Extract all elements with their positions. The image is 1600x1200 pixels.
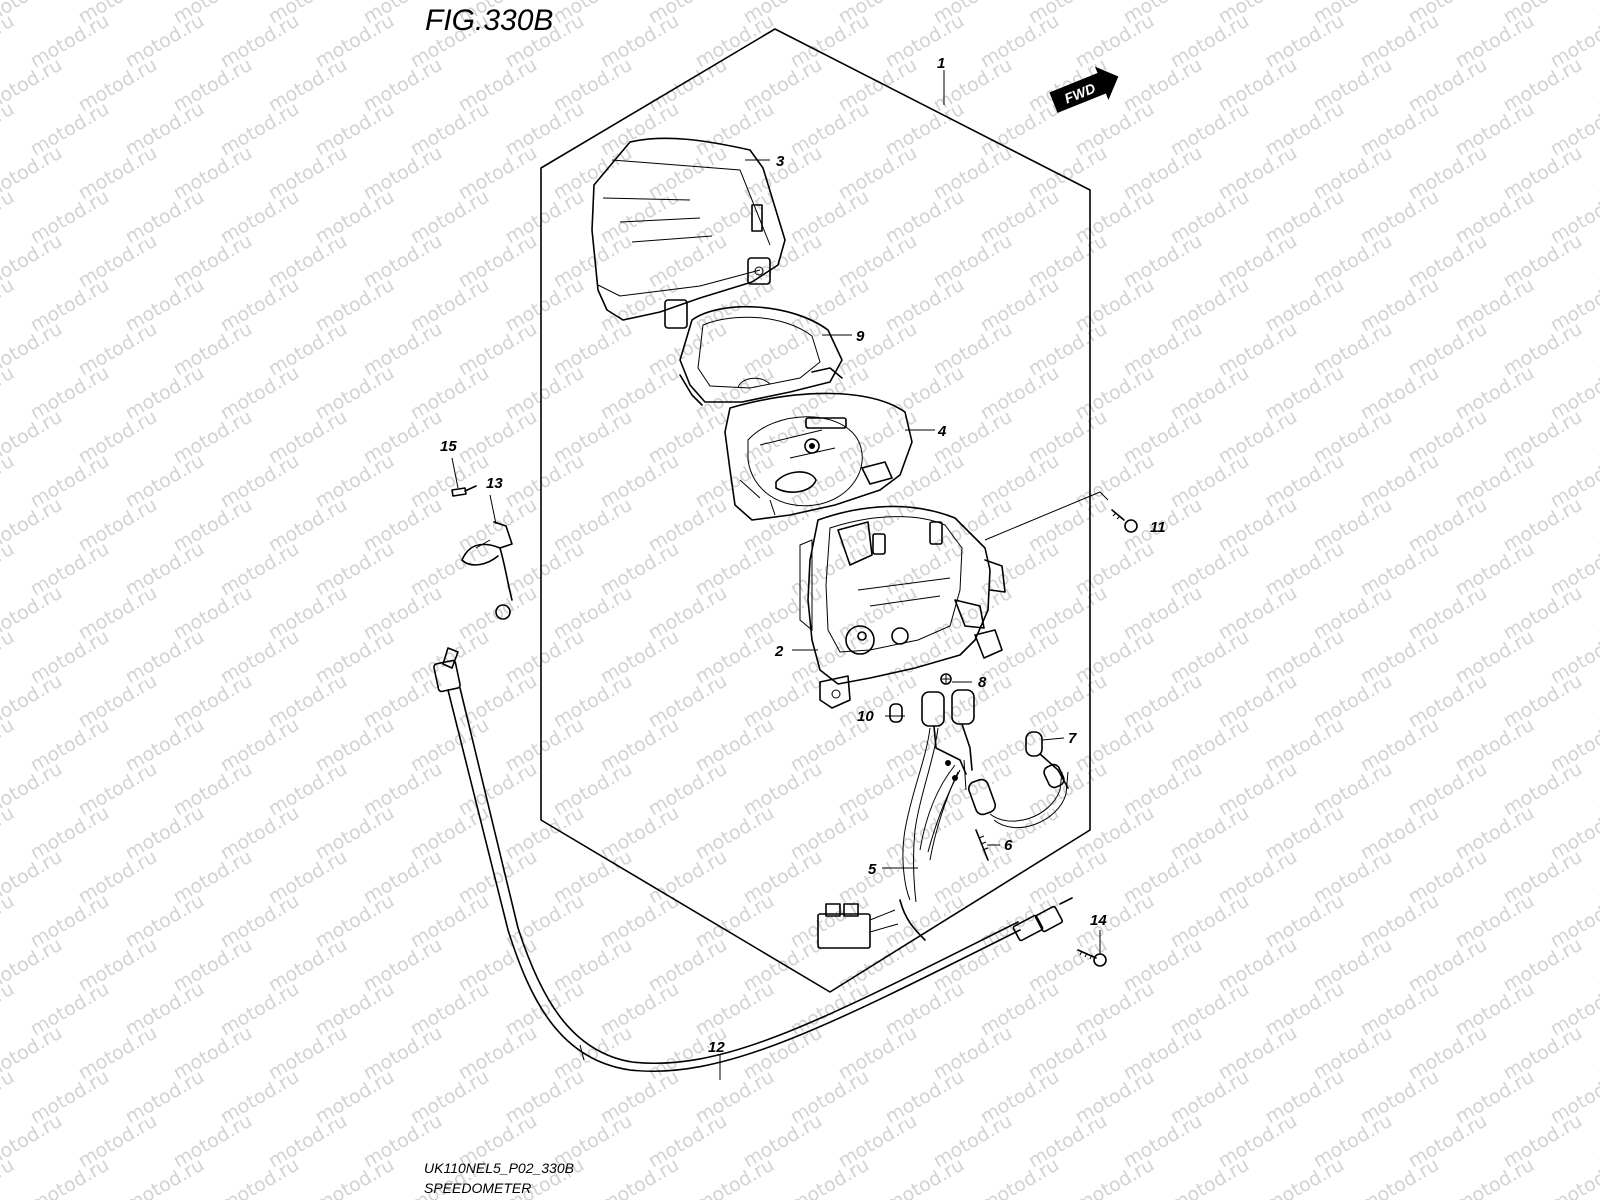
callout-15: 15 [440, 438, 457, 455]
part-6-screw [975, 829, 989, 861]
watermark-text: motod.ru [1595, 1022, 1600, 1085]
callout-7: 7 [1068, 730, 1077, 747]
part-13-bracket [461, 521, 513, 620]
watermark-text: motod.ru [27, 1154, 113, 1200]
watermark-text: motod.ru [0, 362, 18, 425]
watermark-text: motod.ru [0, 450, 18, 513]
callout-4: 4 [937, 423, 947, 440]
callout-5: 5 [868, 861, 877, 878]
watermark-text: motod.ru [787, 1154, 873, 1200]
part-11-screw [1111, 509, 1138, 533]
watermark-text: motod.ru [1595, 1110, 1600, 1173]
part-8-screw [940, 673, 952, 685]
watermark-text: motod.ru [1595, 758, 1600, 821]
callout-14: 14 [1090, 912, 1107, 929]
watermark-text: motod.ru [1595, 142, 1600, 205]
watermark-text: motod.ru [1452, 1154, 1538, 1200]
watermark-text: motod.ru [0, 98, 18, 161]
watermark-text: motod.ru [1595, 846, 1600, 909]
watermark-text: motod.ru [977, 1154, 1063, 1200]
leader-lines [451, 70, 1109, 1080]
callout-1: 1 [937, 55, 945, 72]
part-5-wiring-harness [817, 689, 1069, 949]
watermark-text: motod.ru [122, 1154, 208, 1200]
watermark-text: motod.ru [1262, 1154, 1348, 1200]
watermark-text: motod.ru [1357, 1154, 1443, 1200]
watermark-text: motod.ru [1072, 1154, 1158, 1200]
part-3-cover-lens [591, 137, 786, 329]
callout-13: 13 [486, 475, 503, 492]
watermark-text: motod.ru [0, 890, 18, 953]
figure-code: UK110NEL5_P02_330B [424, 1160, 574, 1176]
figure-title: FIG.330B [425, 4, 553, 37]
watermark-text: motod.ru [1595, 934, 1600, 997]
watermark-text: motod.ru [1595, 582, 1600, 645]
assembly-boundary [540, 28, 1091, 993]
watermark-text: motod.ru [1595, 54, 1600, 117]
watermark-text: motod.ru [0, 626, 18, 689]
watermark-text: motod.ru [217, 1154, 303, 1200]
watermark-text: motod.ru [1595, 318, 1600, 381]
watermark-text: motod.ru [1595, 670, 1600, 733]
callout-10: 10 [857, 708, 874, 725]
watermark-text: motod.ru [1595, 406, 1600, 469]
watermark-text: motod.ru [0, 802, 18, 865]
watermark-text: motod.ru [0, 1066, 18, 1129]
callout-9: 9 [856, 328, 865, 345]
watermark-text: motod.ru [0, 978, 18, 1041]
callout-2: 2 [774, 643, 784, 660]
watermark-text: motod.ru [1167, 1154, 1253, 1200]
figure-name: SPEEDOMETER [424, 1180, 531, 1196]
part-2-meter-case [799, 505, 1006, 709]
watermark-text: motod.ru [1595, 494, 1600, 557]
watermark-text: motod.ru [882, 1154, 968, 1200]
callout-12: 12 [708, 1039, 725, 1056]
part-7-bulb [1025, 731, 1069, 789]
part-4-dial-face [724, 392, 913, 521]
part-12-speedometer-cable [433, 647, 1073, 1073]
part-9-bezel-ring [679, 305, 843, 406]
watermark-text: motod.ru [597, 1154, 683, 1200]
callout-6: 6 [1004, 837, 1013, 854]
part-10-bulb [889, 703, 903, 723]
watermark-text: motod.ru [0, 538, 18, 601]
watermark-text: motod.ru [0, 274, 18, 337]
watermark-text: motod.ru [1547, 1154, 1600, 1200]
watermark-text: motod.ru [1595, 230, 1600, 293]
callout-11: 11 [1150, 519, 1166, 536]
watermark-text: motod.ru [0, 10, 18, 73]
part-15-screw [451, 485, 477, 497]
watermark-text: motod.ru [1595, 0, 1600, 28]
watermark-text: motod.ru [0, 186, 18, 249]
watermark-text: motod.ru [0, 714, 18, 777]
callouts: 1 3 9 4 11 2 8 10 7 6 5 14 12 13 15 [440, 55, 1166, 1056]
watermark-text: motod.ru [692, 1154, 778, 1200]
watermark-text: motod.ru [312, 1154, 398, 1200]
callout-3: 3 [776, 153, 785, 170]
callout-8: 8 [978, 674, 987, 691]
watermark-text: motod.ru [0, 1154, 18, 1200]
